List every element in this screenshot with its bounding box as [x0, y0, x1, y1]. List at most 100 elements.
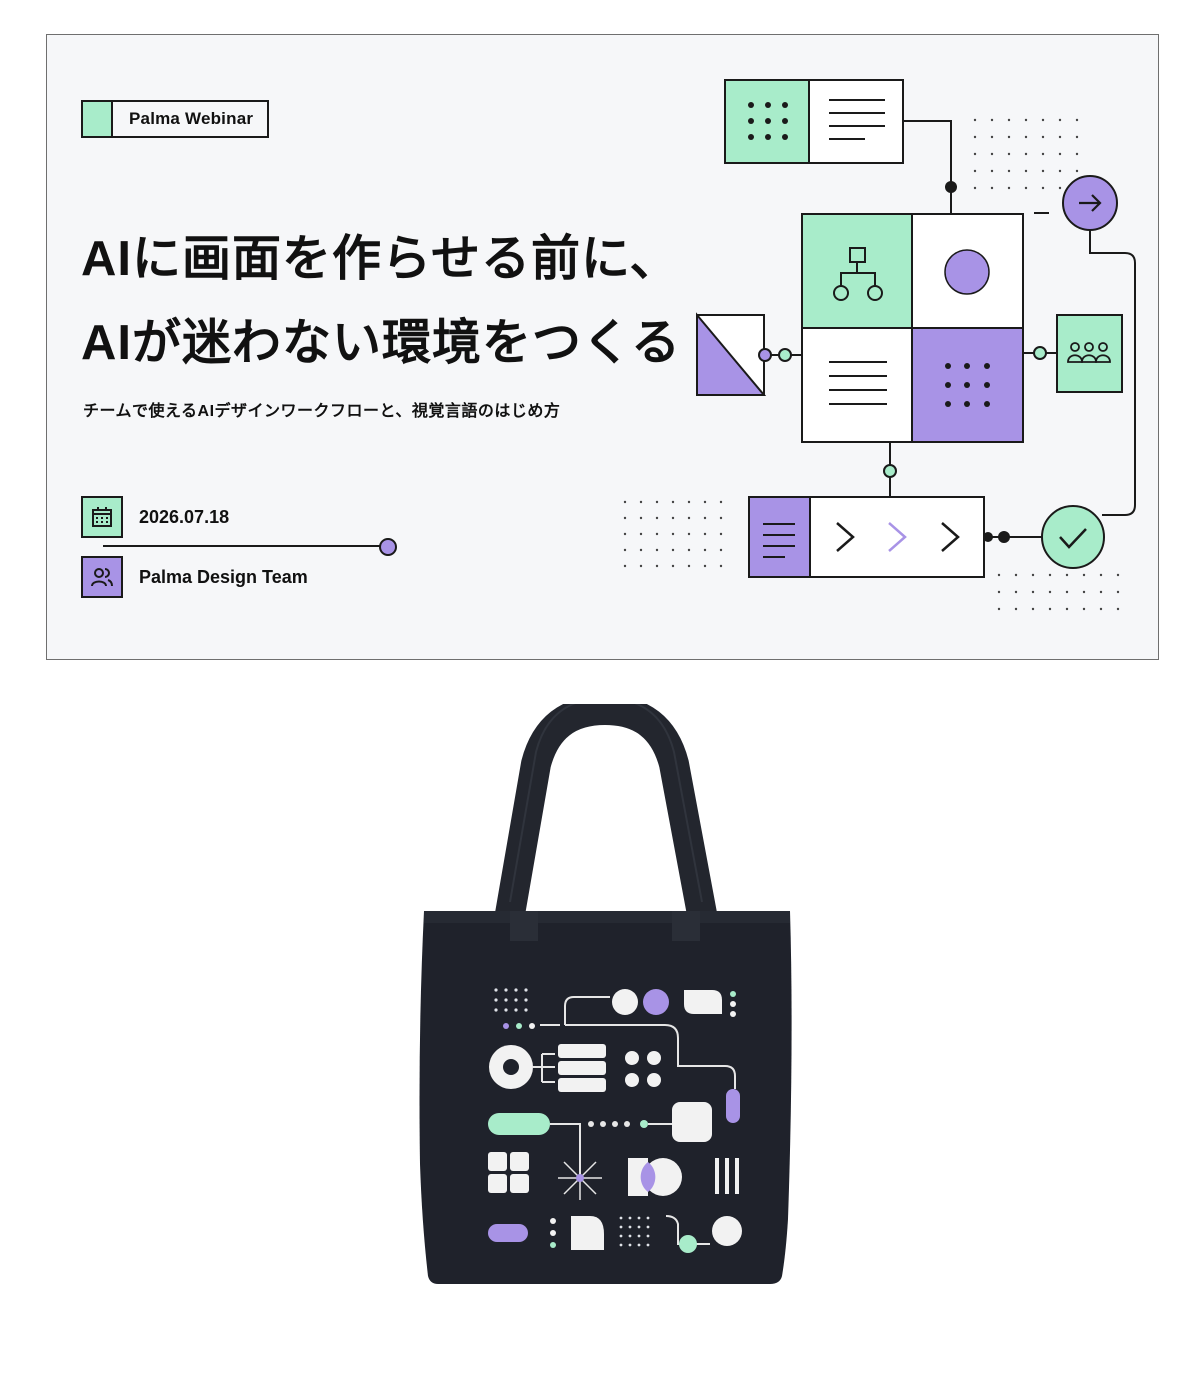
pattern-dot — [1007, 118, 1011, 122]
pattern-dot — [1116, 607, 1120, 611]
pattern-dot — [1024, 169, 1028, 173]
pattern-dot — [494, 1008, 498, 1012]
pattern-dot — [671, 532, 675, 536]
pattern-dot — [671, 500, 675, 504]
pattern-dot — [1031, 607, 1035, 611]
central-grid — [801, 213, 1024, 443]
pattern-dot — [1075, 169, 1079, 173]
pattern-dot — [1058, 152, 1062, 156]
pattern-dot — [1065, 607, 1069, 611]
pattern-dot — [703, 516, 707, 520]
connector-top — [903, 120, 952, 187]
pattern-dot — [1041, 152, 1045, 156]
pattern-dot — [514, 988, 518, 992]
check-icon — [1041, 505, 1105, 569]
group-card — [1056, 314, 1123, 393]
date-connector-line — [103, 545, 381, 547]
pattern-dot — [494, 988, 498, 992]
pattern-dot — [990, 118, 994, 122]
pattern-dot — [637, 1216, 641, 1220]
webinar-banner: Palma Webinar AIに画面を作らせる前に、 AIが迷わない環境をつく… — [46, 34, 1159, 660]
pattern-dot — [655, 516, 659, 520]
pattern-dot — [1099, 607, 1103, 611]
pattern-dot — [1075, 152, 1079, 156]
pattern-dot — [655, 548, 659, 552]
pattern-dot — [719, 564, 723, 568]
pattern-dot — [973, 152, 977, 156]
pattern-dot — [619, 1243, 623, 1247]
pattern-dot — [1058, 118, 1062, 122]
dot-grid-icon — [748, 102, 788, 140]
pattern-dot — [973, 135, 977, 139]
pattern-dot — [655, 500, 659, 504]
pattern-dot — [639, 532, 643, 536]
pattern-dot — [990, 186, 994, 190]
text-lines-icon — [829, 99, 885, 140]
hierarchy-icon — [833, 247, 883, 301]
date-row: 2026.07.18 — [81, 496, 229, 538]
pattern-dot — [639, 516, 643, 520]
pattern-dot — [997, 573, 1001, 577]
badge-label: Palma Webinar — [129, 109, 254, 128]
process-bar — [748, 496, 985, 578]
pattern-dot — [524, 1008, 528, 1012]
pattern-dot — [973, 186, 977, 190]
pattern-dot — [646, 1216, 650, 1220]
webinar-badge: Palma Webinar — [81, 100, 269, 138]
pattern-dot — [646, 1225, 650, 1229]
circle-icon — [944, 249, 990, 295]
pattern-dot — [973, 118, 977, 122]
top-card — [724, 79, 904, 164]
pattern-dot — [687, 532, 691, 536]
pattern-dot — [1116, 590, 1120, 594]
pattern-dot — [1065, 590, 1069, 594]
pattern-dot — [628, 1234, 632, 1238]
pattern-dot — [687, 516, 691, 520]
headline-line-2: AIが迷わない環境をつくる — [81, 316, 682, 370]
pattern-dot — [1082, 590, 1086, 594]
pattern-dot — [1048, 607, 1052, 611]
date-connector-dot — [379, 538, 397, 556]
pattern-dot — [619, 1225, 623, 1229]
connector-node — [1033, 346, 1047, 360]
connector-node — [778, 348, 792, 362]
pattern-dot — [504, 998, 508, 1002]
people-icon — [81, 556, 123, 598]
pattern-dot — [639, 548, 643, 552]
pattern-dot — [1014, 607, 1018, 611]
pattern-dot — [703, 532, 707, 536]
team-name: Palma Design Team — [139, 566, 308, 587]
pattern-dot — [646, 1243, 650, 1247]
pattern-dot — [628, 1243, 632, 1247]
pattern-dot — [637, 1225, 641, 1229]
pattern-dot — [1041, 135, 1045, 139]
pattern-dot — [1099, 573, 1103, 577]
dot-grid-icon — [945, 363, 990, 407]
pattern-dot — [1058, 135, 1062, 139]
headline-line-1: AIに画面を作らせる前に、 — [81, 232, 680, 286]
pattern-dot — [1058, 169, 1062, 173]
pattern-dot — [687, 564, 691, 568]
pattern-dot — [655, 532, 659, 536]
connector-node — [758, 348, 772, 362]
pattern-dot — [687, 500, 691, 504]
connector-right — [1089, 230, 1136, 516]
pattern-dot — [639, 564, 643, 568]
connector-node — [983, 532, 993, 542]
pattern-dot — [719, 548, 723, 552]
pattern-dot — [628, 1225, 632, 1229]
pattern-dot — [619, 1234, 623, 1238]
pattern-dot — [619, 1216, 623, 1220]
pattern-dot — [1007, 169, 1011, 173]
pattern-dot — [623, 516, 627, 520]
pattern-dot — [1007, 152, 1011, 156]
tote-bag — [419, 695, 792, 1284]
bag-handle — [495, 695, 717, 917]
pattern-dot — [1024, 152, 1028, 156]
pattern-dot — [639, 500, 643, 504]
pattern-dot — [1075, 135, 1079, 139]
pattern-dot — [1024, 118, 1028, 122]
pattern-dot — [646, 1234, 650, 1238]
event-date: 2026.07.18 — [139, 506, 230, 527]
pattern-dot — [504, 1008, 508, 1012]
